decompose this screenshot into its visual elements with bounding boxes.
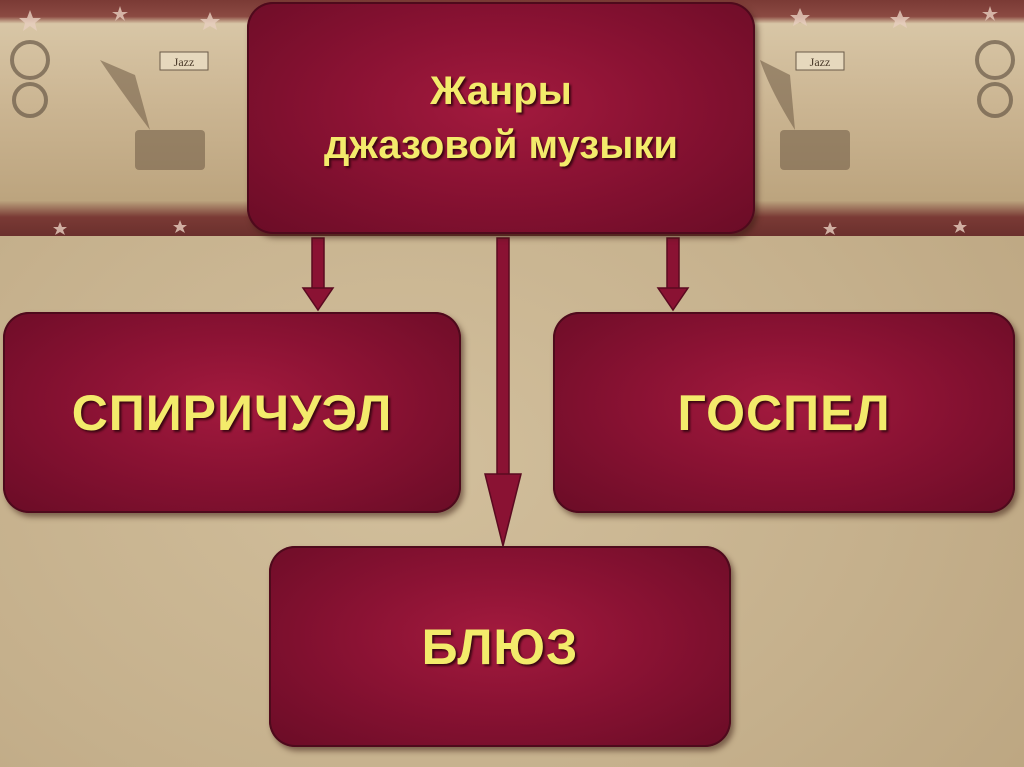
blues-label: БЛЮЗ <box>421 618 579 675</box>
root-genres-box: Жанры джазовой музыки <box>247 2 755 234</box>
root-title-line2: джазовой музыки <box>324 123 678 167</box>
root-title: Жанры джазовой музыки <box>324 64 678 172</box>
arrow-to-gospel <box>656 237 690 312</box>
jazz-sign: Jazz Jazz <box>159 51 845 71</box>
gospel-label: ГОСПЕЛ <box>677 384 891 441</box>
film-reel-icon <box>10 40 1015 118</box>
jazz-sign-label: Jazz <box>174 55 195 69</box>
spirituals-box: СПИРИЧУЭЛ <box>3 312 461 513</box>
star-icon <box>19 6 998 235</box>
blues-box: БЛЮЗ <box>269 546 731 747</box>
banner-decoration: Jazz Jazz <box>10 6 1015 235</box>
gramophone-icon <box>100 60 850 170</box>
root-title-line1: Жанры <box>430 69 572 113</box>
jazz-sign-label: Jazz <box>810 55 831 69</box>
spirituals-label: СПИРИЧУЭЛ <box>71 384 393 441</box>
arrow-to-spirituals <box>301 237 335 312</box>
gospel-box: ГОСПЕЛ <box>553 312 1015 513</box>
arrow-to-blues <box>484 237 522 547</box>
